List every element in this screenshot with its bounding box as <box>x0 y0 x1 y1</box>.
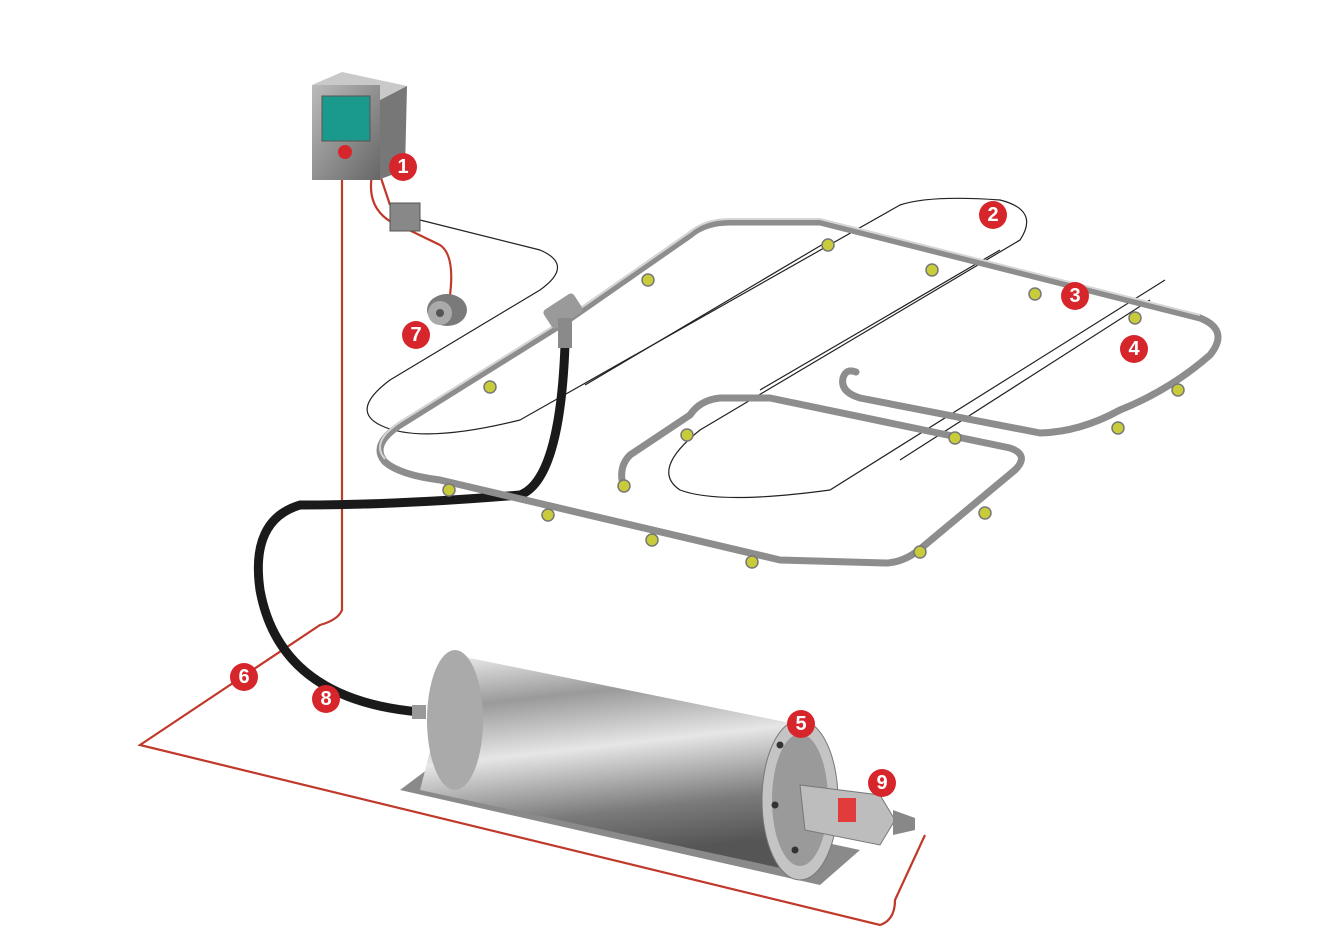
detection-wire <box>366 197 1166 499</box>
junction-box <box>389 202 421 232</box>
svg-text:1: 1 <box>397 156 408 178</box>
distribution-piping <box>376 218 1222 567</box>
nozzle <box>925 263 939 277</box>
svg-text:8: 8 <box>320 688 331 710</box>
panel-screen <box>321 95 371 142</box>
nozzle <box>745 555 759 569</box>
valve-actuator <box>799 784 915 846</box>
callout-badges: 1 2 3 4 5 6 7 8 9 <box>230 153 1148 797</box>
nozzle <box>948 431 962 445</box>
pipe-highlight <box>379 218 1201 460</box>
badge-5: 5 <box>787 710 815 738</box>
nozzle <box>1171 383 1185 397</box>
nozzle <box>680 428 694 442</box>
nozzles <box>442 238 1185 569</box>
nozzle <box>1128 311 1142 325</box>
badge-3: 3 <box>1061 282 1089 310</box>
nozzle <box>617 479 631 493</box>
nozzle <box>442 483 456 497</box>
nozzle <box>913 545 927 559</box>
badge-9: 9 <box>868 769 896 797</box>
tee-fitting <box>543 293 583 329</box>
svg-text:9: 9 <box>876 772 887 794</box>
alarm-bell <box>427 294 467 326</box>
badge-1: 1 <box>389 153 417 181</box>
badge-7: 7 <box>402 321 430 349</box>
nozzle <box>978 506 992 520</box>
nozzle <box>1028 287 1042 301</box>
panel-alarm-light <box>338 145 352 159</box>
actuator-red-band <box>838 798 856 822</box>
nozzle <box>645 533 659 547</box>
nozzle <box>483 380 497 394</box>
nozzle <box>641 273 655 287</box>
svg-text:7: 7 <box>410 324 421 346</box>
svg-text:4: 4 <box>1128 338 1140 360</box>
discharge-hose <box>253 340 570 717</box>
nozzle <box>541 508 555 522</box>
badge-8: 8 <box>312 685 340 713</box>
tee-stem <box>558 318 572 348</box>
svg-text:5: 5 <box>795 713 806 735</box>
nozzle <box>1111 421 1125 435</box>
badge-6: 6 <box>230 663 258 691</box>
badge-4: 4 <box>1120 335 1148 363</box>
svg-text:6: 6 <box>238 666 249 688</box>
agent-cylinder <box>400 650 915 885</box>
nozzle <box>821 238 835 252</box>
badge-2: 2 <box>979 201 1007 229</box>
svg-text:2: 2 <box>987 204 998 226</box>
svg-text:3: 3 <box>1069 285 1080 307</box>
